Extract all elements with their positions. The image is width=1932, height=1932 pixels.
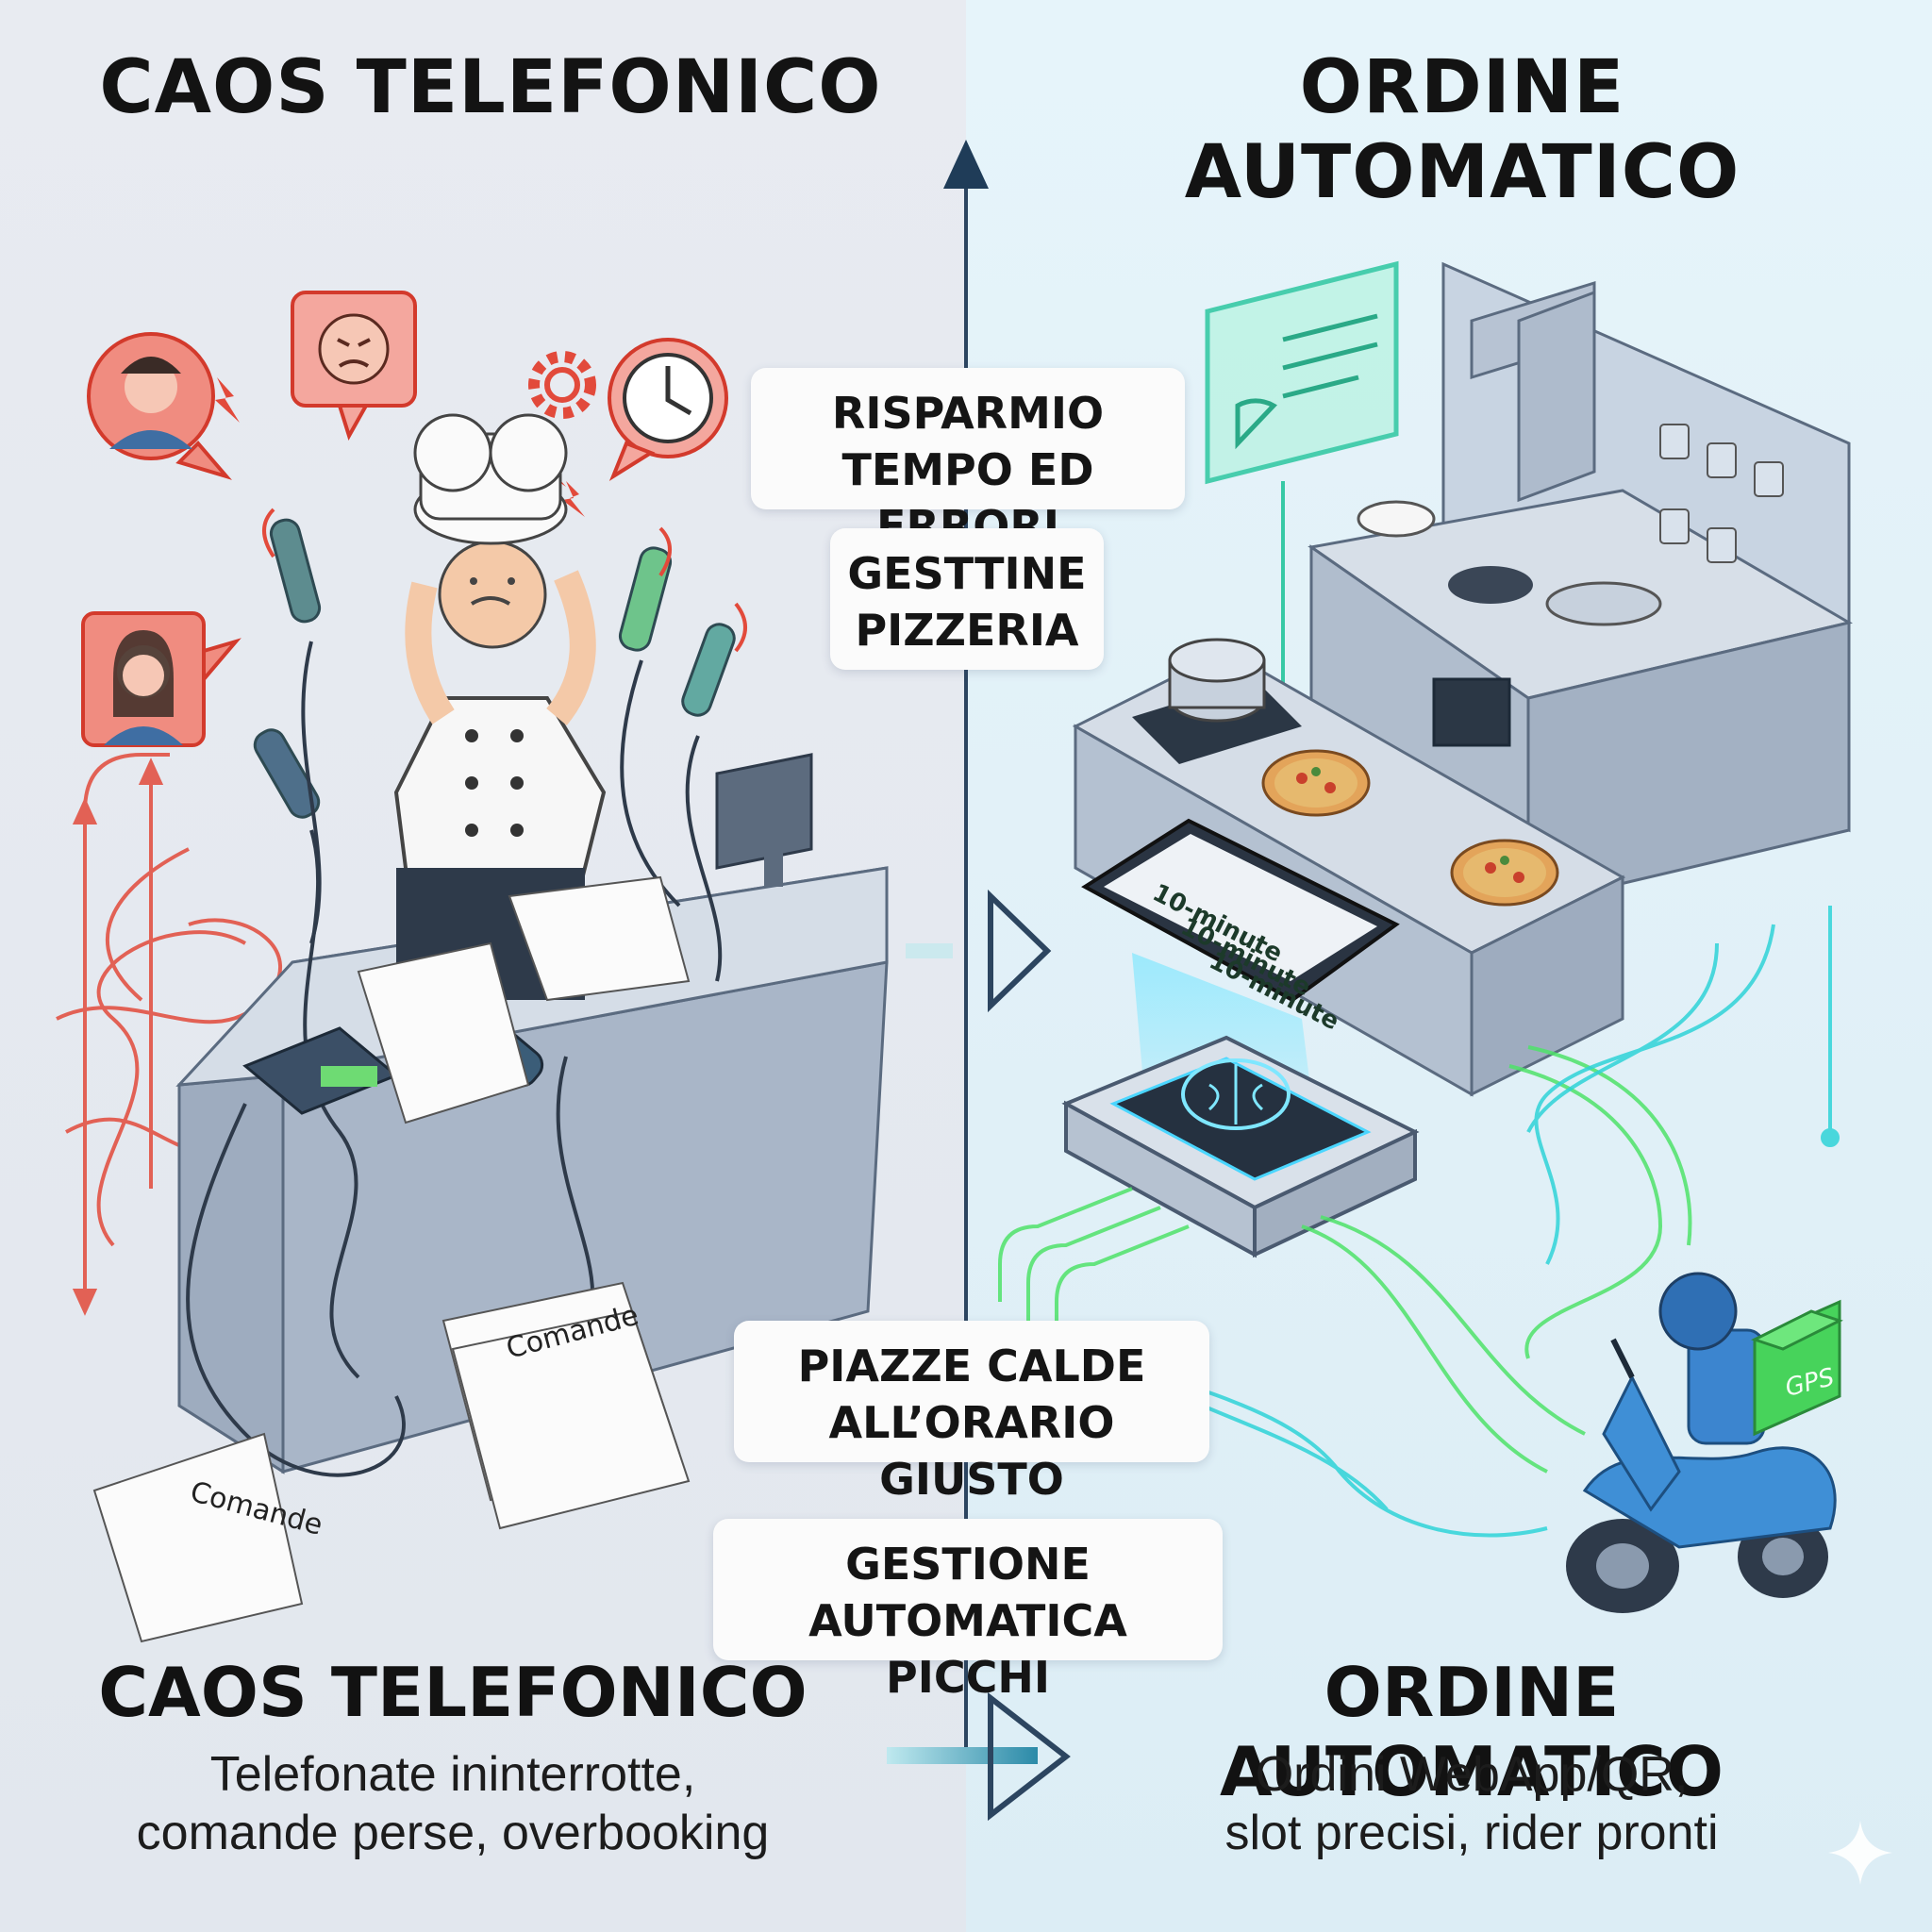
angry-customer-bubble-top (87, 332, 232, 480)
sparkle-icon (1828, 1821, 1892, 1885)
chaos-heading: CAOS TELEFONICO (99, 45, 882, 130)
brain-icon (1181, 1058, 1291, 1130)
footer-order-title: ORDINE AUTOMATICO (1219, 1653, 1724, 1811)
benefit-label-gestione-pizzeria: GESTTINE PIZZERIA (830, 528, 1104, 670)
benefit-label-risparmio: RISPARMIO TEMPO ED ERRORI (751, 368, 1185, 552)
chaos-arrows (56, 753, 282, 1316)
order-heading: ORDINE AUTOMATICO (1184, 45, 1740, 215)
flow-lines-green (998, 1045, 1692, 1474)
center-arrow-mid (906, 889, 1052, 1013)
ai-router (1061, 1035, 1420, 1258)
clock-icon (608, 338, 728, 481)
pizza-icons (1261, 749, 1559, 907)
delivery-rider: GPS (1566, 1272, 1843, 1613)
gear-icon (528, 351, 596, 419)
order-tablet: 10-minute 10-minute 10-minute (1081, 818, 1400, 1036)
footer-order-description: Ordini WebApp/QR, slot precisi, rider pr… (1224, 1747, 1719, 1860)
benefit-label-gestione-picchi: GESTIONE AUTOMATICA PICCHI (713, 1519, 1223, 1703)
order-papers: Comande Comande (92, 875, 691, 1643)
footer-chaos-description: Telefonate ininterrotte, comande perse, … (136, 1747, 770, 1860)
footer-chaos-title: CAOS TELEFONICO (98, 1653, 808, 1732)
flow-lines-cyan (1083, 906, 1840, 1538)
benefit-label-pizze-calde: PIAZZE CALDE ALL’ORARIO GIUSTO (734, 1321, 1209, 1505)
center-arrow-bottom (887, 1691, 1071, 1822)
angry-customer-bubble-bottom (81, 611, 242, 747)
monitor (715, 753, 813, 887)
angry-face-bubble (291, 291, 417, 441)
